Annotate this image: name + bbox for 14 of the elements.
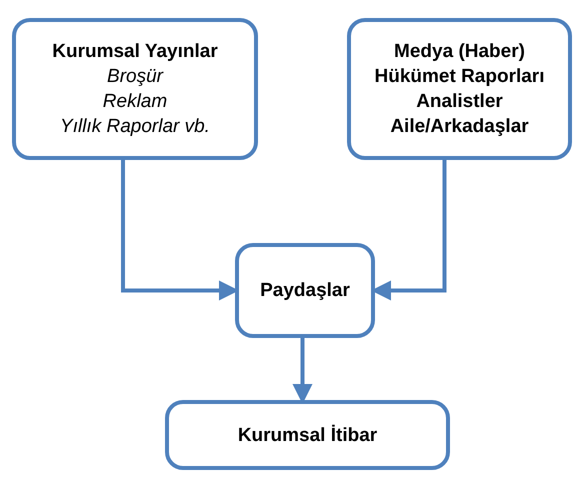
box-text: Reklam bbox=[102, 90, 168, 114]
box-text: Yıllık Raporlar vb. bbox=[60, 115, 210, 139]
box-title: Paydaşlar bbox=[260, 279, 350, 303]
rounded-box bbox=[347, 18, 572, 160]
box-text: Hükümet Raporları bbox=[374, 65, 544, 89]
rounded-box bbox=[235, 243, 375, 338]
box-text: Aile/Arkadaşlar bbox=[390, 115, 529, 139]
rounded-box bbox=[12, 18, 258, 160]
box-text: Analistler bbox=[416, 90, 503, 114]
box-title: Kurumsal Yayınlar bbox=[52, 40, 218, 64]
box-text: Broşür bbox=[107, 65, 163, 89]
box-title: Medya (Haber) bbox=[394, 40, 525, 64]
box-title: Kurumsal İtibar bbox=[238, 424, 378, 448]
rounded-box bbox=[165, 400, 450, 470]
